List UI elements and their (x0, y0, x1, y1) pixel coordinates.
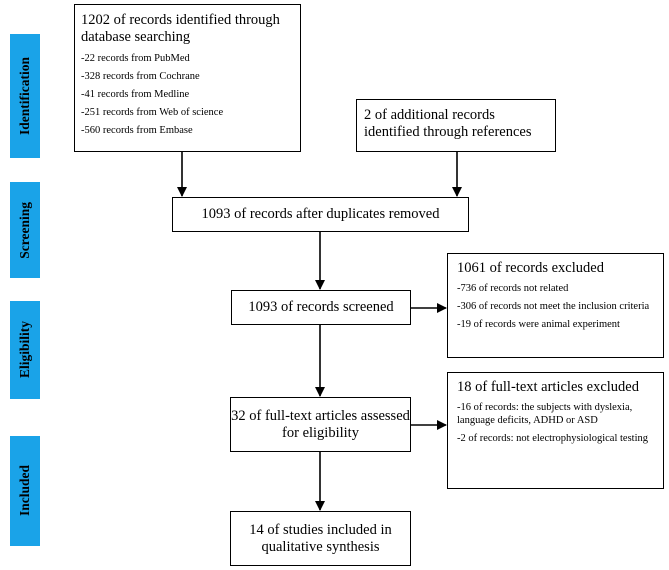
identified-item-cochrane: -328 records from Cochrane (81, 71, 200, 82)
fulltext-excluded-item-subjects: -16 of records: the subjects with dyslex… (457, 402, 633, 426)
stage-label-eligibility: Eligibility (10, 301, 40, 399)
identified-item-pubmed: -22 records from PubMed (81, 53, 190, 64)
records-excluded-title: 1061 of records excluded (457, 260, 604, 276)
stage-label-identification: Identification (10, 34, 40, 158)
studies-included-title: 14 of studies included in qualitative sy… (249, 521, 392, 555)
fulltext-excluded-item-testing: -2 of records: not electrophysiological … (457, 433, 648, 444)
additional-records-box: 2 of additional records identified throu… (356, 99, 556, 152)
records-screened-box: 1093 of records screened (231, 290, 411, 325)
identified-records-title: 1202 of records identified through datab… (81, 12, 280, 45)
studies-included-box: 14 of studies included in qualitative sy… (230, 511, 411, 566)
records-screened-title: 1093 of records screened (248, 299, 394, 315)
records-excluded-item-inclusion-criteria: -306 of records not meet the inclusion c… (457, 301, 650, 312)
records-excluded-item-animal: -19 of records were animal experiment (457, 319, 620, 330)
fulltext-assessed-box: 32 of full-text articles assessed for el… (230, 397, 411, 452)
fulltext-excluded-title: 18 of full-text articles excluded (457, 379, 639, 395)
stage-label-included: Included (10, 436, 40, 546)
identified-records-box: 1202 of records identified through datab… (74, 4, 301, 152)
records-excluded-box: 1061 of records excluded -736 of records… (447, 253, 664, 358)
identified-item-embase: -560 records from Embase (81, 125, 193, 136)
fulltext-excluded-box: 18 of full-text articles excluded -16 of… (447, 372, 664, 489)
identified-item-web-of-science: -251 records from Web of science (81, 107, 224, 118)
fulltext-assessed-title: 32 of full-text articles assessed for el… (231, 407, 410, 441)
duplicates-removed-title: 1093 of records after duplicates removed (201, 206, 440, 222)
identified-item-medline: -41 records from Medline (81, 89, 190, 100)
stage-label-screening: Screening (10, 182, 40, 278)
records-excluded-item-not-related: -736 of records not related (457, 283, 569, 294)
duplicates-removed-box: 1093 of records after duplicates removed (172, 197, 469, 232)
additional-records-title: 2 of additional records identified throu… (364, 107, 532, 140)
